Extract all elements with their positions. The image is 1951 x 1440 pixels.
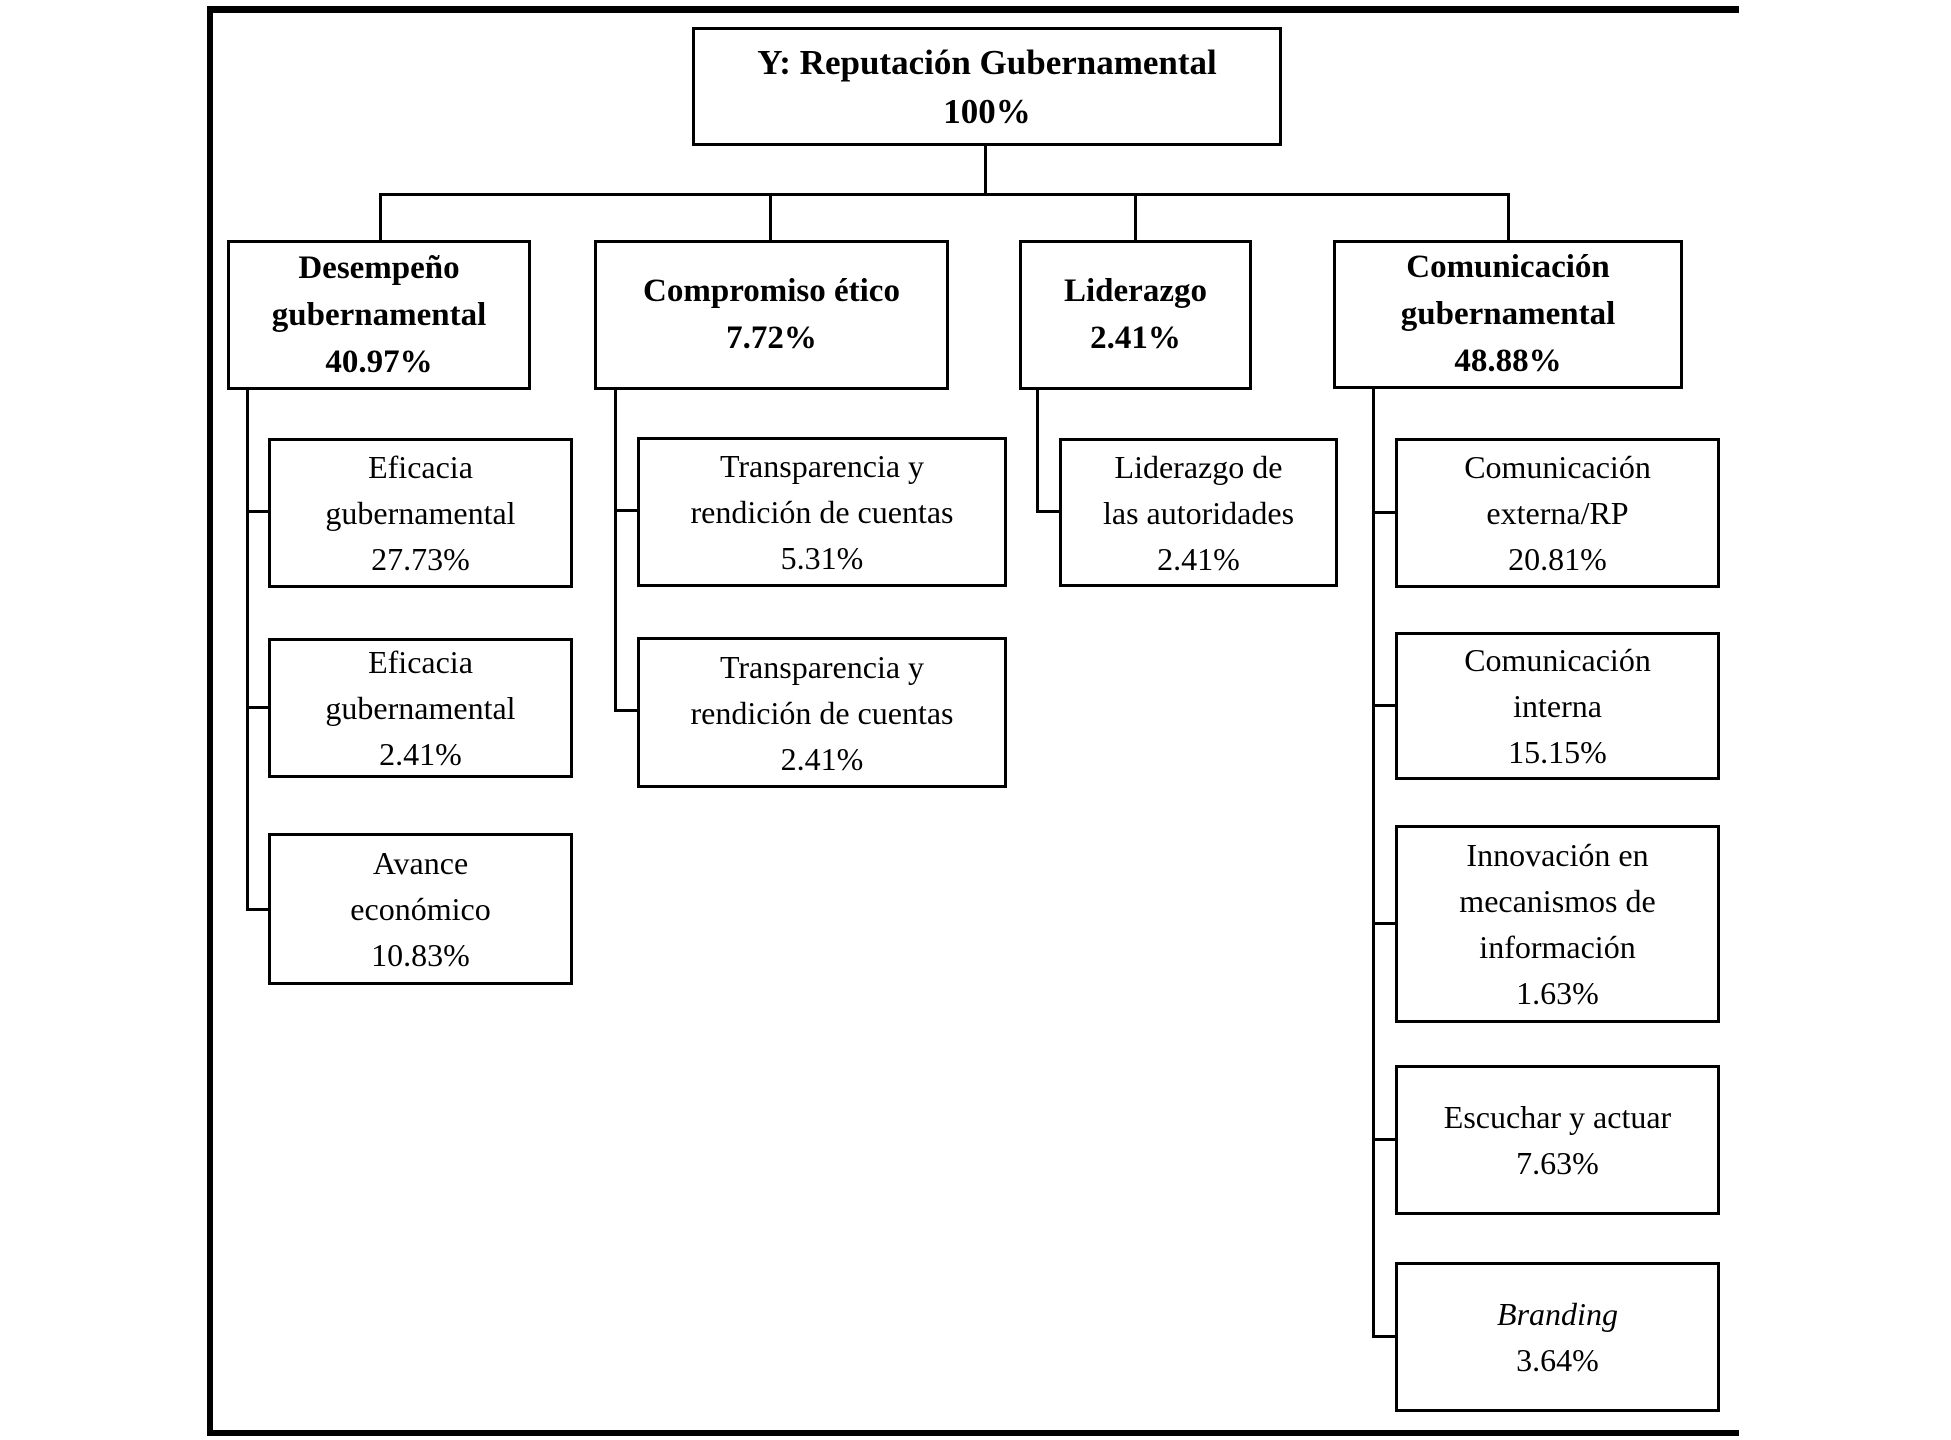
connector-col1-stub-1 — [246, 510, 268, 513]
connector-col3-stub-1 — [1036, 510, 1059, 513]
node-comunicacion-externa-rp: Comunicación externa/RP 20.81% — [1395, 438, 1720, 588]
node-eficacia-gubernamental-1: Eficacia gubernamental 27.73% — [268, 438, 573, 588]
node-liderazgo-autoridades: Liderazgo de las autoridades 2.41% — [1059, 438, 1338, 587]
connector-col1-stub-2 — [246, 706, 268, 709]
node-label: Comunicación interna — [1464, 642, 1651, 724]
connector-col4-vertical — [1372, 389, 1375, 1338]
node-value: 2.41% — [1157, 540, 1240, 577]
node-value: 3.64% — [1516, 1342, 1599, 1378]
node-value: 7.63% — [1516, 1145, 1599, 1181]
node-label: Desempeño gubernamental — [271, 249, 487, 333]
connector-col2-stub-1 — [614, 509, 637, 512]
node-label: Escuchar y actuar — [1443, 1099, 1672, 1135]
node-value: 10.83% — [371, 937, 470, 973]
connector-drop-compromiso — [769, 193, 772, 240]
node-avance-economico: Avance económico 10.83% — [268, 833, 573, 985]
connector-drop-comunicacion — [1507, 193, 1510, 240]
node-compromiso-etico: Compromiso ético 7.72% — [594, 240, 949, 390]
node-value: 48.88% — [1454, 343, 1562, 379]
figure-border-bottom — [207, 1430, 1739, 1436]
node-value: 2.41% — [780, 740, 864, 777]
node-value: 27.73% — [371, 541, 470, 577]
node-reputacion-gubernamental: Y: Reputación Gubernamental 100% — [692, 27, 1282, 146]
node-transparencia-1: Transparencia y rendición de cuentas 5.3… — [637, 437, 1007, 587]
node-label: Comunicación externa/RP — [1464, 449, 1651, 531]
node-label: Avance económico — [350, 845, 491, 927]
node-label: Comunicación gubernamental — [1400, 249, 1616, 332]
node-label: Transparencia y rendición de cuentas — [690, 648, 954, 731]
node-label: Compromiso ético — [643, 273, 900, 309]
node-comunicacion-gubernamental: Comunicación gubernamental 48.88% — [1333, 240, 1683, 389]
node-innovacion-mecanismos: Innovación en mecanismos de información … — [1395, 825, 1720, 1023]
connector-col2-stub-2 — [614, 709, 637, 712]
node-comunicacion-interna: Comunicación interna 15.15% — [1395, 632, 1720, 780]
connector-col2-vertical — [614, 390, 617, 712]
connector-col3-vertical — [1036, 390, 1039, 513]
node-value: 1.63% — [1516, 975, 1599, 1011]
connector-col4-stub-1 — [1372, 511, 1395, 514]
connector-col4-stub-2 — [1372, 704, 1395, 707]
node-value: 2.41% — [1090, 320, 1181, 356]
figure-border-top — [207, 6, 1739, 13]
connector-drop-liderazgo — [1134, 193, 1137, 240]
node-value: 40.97% — [325, 343, 433, 380]
node-value: 2.41% — [379, 736, 462, 772]
connector-col4-stub-4 — [1372, 1138, 1395, 1141]
node-label: Liderazgo — [1064, 273, 1207, 309]
node-label: Innovación en mecanismos de información — [1459, 837, 1656, 965]
connector-root-drop — [984, 146, 987, 195]
node-escuchar-y-actuar: Escuchar y actuar 7.63% — [1395, 1065, 1720, 1215]
node-branding: Branding 3.64% — [1395, 1262, 1720, 1412]
node-transparencia-2: Transparencia y rendición de cuentas 2.4… — [637, 637, 1007, 788]
node-label: Y: Reputación Gubernamental — [757, 42, 1217, 82]
connector-col4-stub-5 — [1372, 1335, 1395, 1338]
node-label: Transparencia y rendición de cuentas — [690, 448, 954, 530]
node-value: 7.72% — [726, 320, 817, 356]
connector-col1-stub-3 — [246, 908, 268, 911]
connector-drop-desempeno — [379, 193, 382, 240]
node-value: 100% — [943, 91, 1031, 131]
node-eficacia-gubernamental-2: Eficacia gubernamental 2.41% — [268, 638, 573, 778]
connector-col4-stub-3 — [1372, 922, 1395, 925]
node-liderazgo: Liderazgo 2.41% — [1019, 240, 1252, 390]
node-value: 5.31% — [780, 540, 864, 576]
node-value: 20.81% — [1508, 541, 1607, 577]
node-label: Liderazgo de las autoridades — [1102, 448, 1295, 531]
node-label: Eficacia gubernamental — [325, 644, 516, 726]
node-desempeno-gubernamental: Desempeño gubernamental 40.97% — [227, 240, 531, 390]
node-value: 15.15% — [1508, 734, 1607, 770]
connector-bus — [379, 193, 1510, 196]
node-label: Branding — [1497, 1296, 1618, 1332]
connector-col1-vertical — [246, 390, 249, 911]
node-label: Eficacia gubernamental — [325, 449, 516, 531]
figure-border-left — [207, 6, 213, 1436]
